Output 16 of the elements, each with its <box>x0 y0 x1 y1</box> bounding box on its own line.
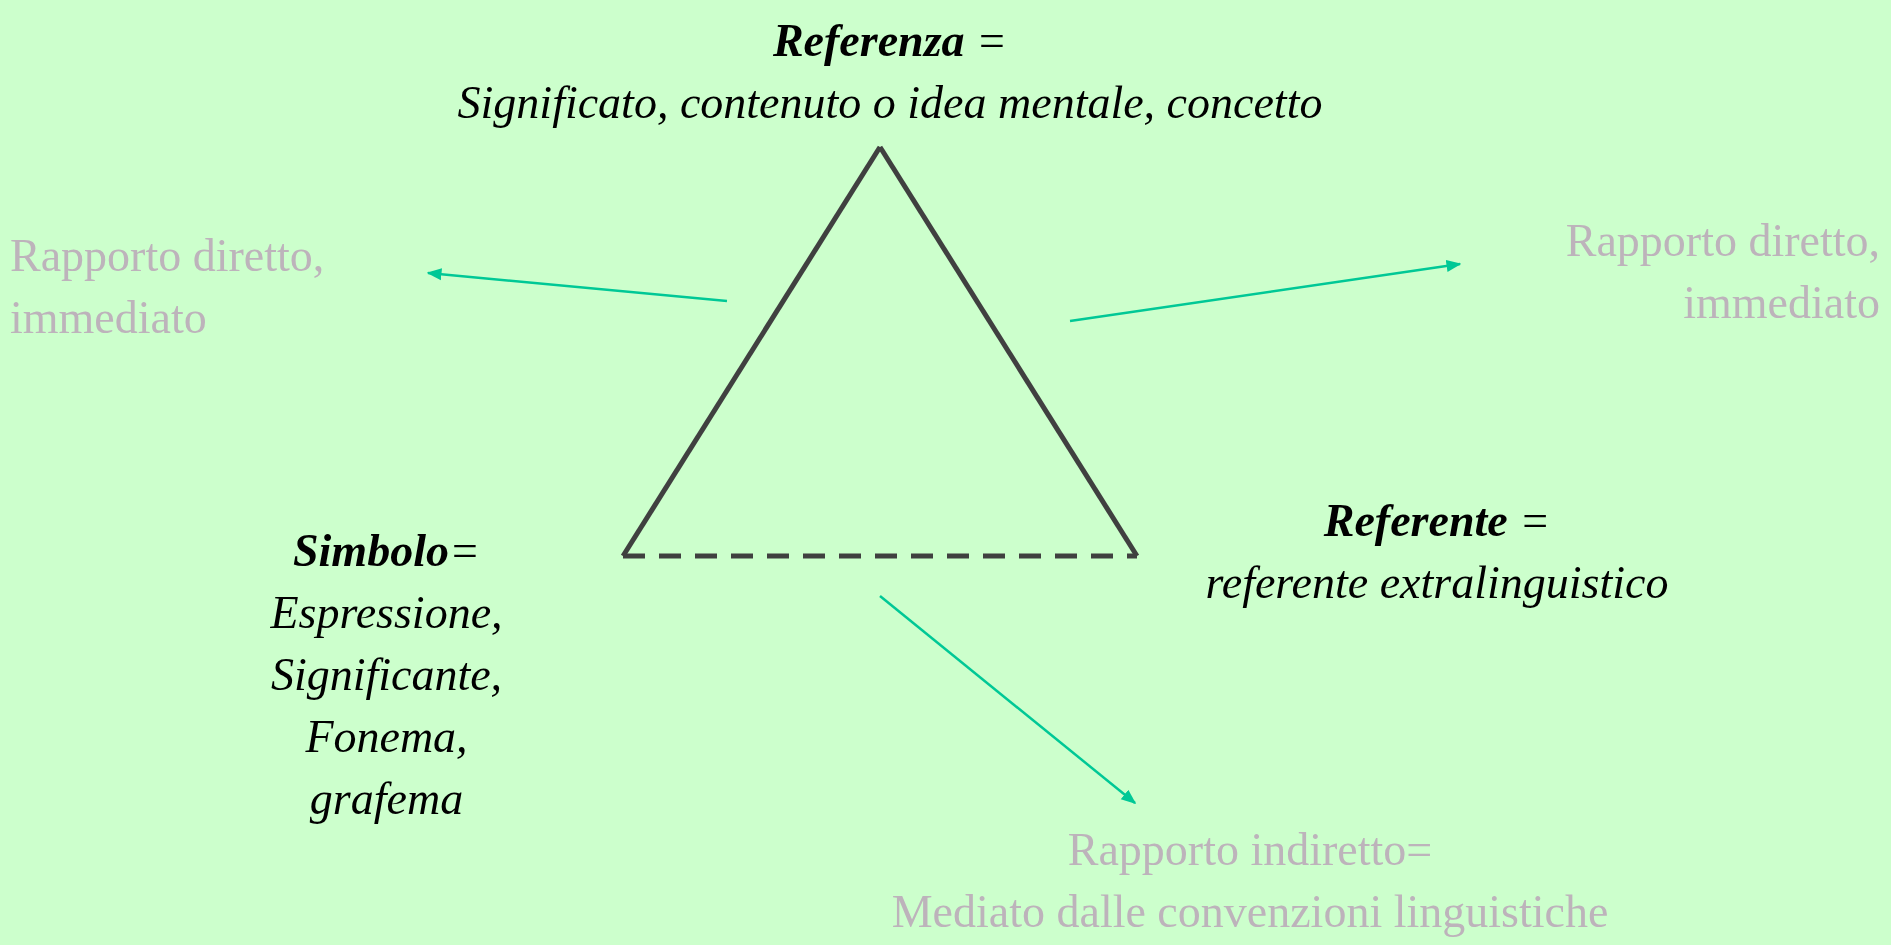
term-heading: Referenza = <box>772 14 1008 68</box>
term-heading: Referente = <box>1323 494 1551 548</box>
description-text: Mediato dalle convenzioni linguistiche <box>891 885 1609 939</box>
triangle-side <box>620 145 883 558</box>
arrow <box>426 268 728 303</box>
description-text: Significato, contenuto o idea mentale, concetto <box>457 76 1323 130</box>
arrow <box>1069 260 1462 323</box>
description-text: Rapporto diretto, immediato <box>10 229 326 345</box>
triangle-side <box>877 145 1140 558</box>
description-text: Rapporto diretto, immediato <box>1564 214 1880 330</box>
triangle-side <box>623 553 1137 559</box>
description-text: Espressione, Significante, Fonema, grafema <box>269 586 504 826</box>
description-text: referente extralinguistico <box>1205 556 1669 610</box>
term-heading: Rapporto indiretto= <box>1067 823 1433 877</box>
term-heading: Simbolo= <box>293 524 480 578</box>
arrow <box>879 595 1137 804</box>
